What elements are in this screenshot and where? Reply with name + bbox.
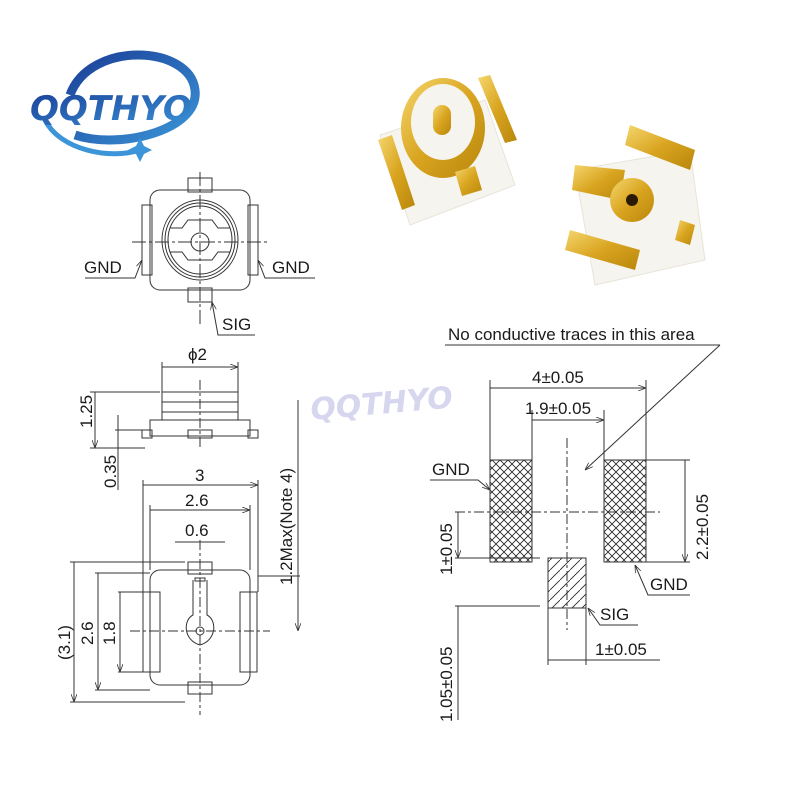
body-height-label: 2.6: [78, 621, 97, 645]
base-height-label: 0.35: [101, 455, 120, 488]
footprint-gnd-height: 2.2±0.05: [693, 494, 712, 560]
footprint-drawing: [430, 344, 721, 720]
footprint-gnd-left-label: GND: [432, 460, 470, 479]
sig-width-label: 0.6: [185, 521, 209, 540]
footprint-gap: 1.9±0.05: [525, 399, 591, 418]
gnd-pad-right: [603, 459, 647, 563]
footprint-sig-width: 1±0.05: [595, 640, 647, 659]
overall-height-label: (3.1): [55, 625, 74, 660]
top-view-drawing: [85, 172, 315, 336]
footprint-sig-label: SIG: [600, 605, 629, 624]
footprint-total-width: 4±0.05: [532, 368, 584, 387]
footprint-sig-offset: 1.05±0.05: [437, 646, 456, 722]
max-height-label: 1.2Max(Note 4): [277, 468, 296, 585]
footprint-gnd-right-label: GND: [650, 575, 688, 594]
footprint-note: No conductive traces in this area: [448, 325, 695, 344]
brand-logo: QQTHYO: [30, 50, 200, 162]
top-gnd-left-label: GND: [84, 258, 122, 277]
footprint-center-offset: 1±0.05: [437, 523, 456, 575]
outer-width-label: 3: [195, 466, 204, 485]
top-gnd-right-label: GND: [272, 258, 310, 277]
connector-photo-left: [378, 75, 517, 226]
top-sig-label: SIG: [222, 315, 251, 334]
logo-star-icon: [128, 138, 152, 162]
diameter-label: ϕ2: [188, 345, 207, 364]
side-view-drawing: [90, 362, 259, 490]
connector-photo-right: [565, 125, 706, 286]
logo-text: QQTHYO: [30, 89, 192, 129]
pad-height-label: 1.8: [100, 621, 119, 645]
gnd-pad-left: [489, 459, 533, 563]
logo-swoosh-icon: [65, 50, 200, 145]
watermark-text: QQTHYO: [309, 380, 454, 427]
height-label: 1.25: [77, 395, 96, 428]
bottom-view-drawing: [70, 400, 300, 715]
pad-width-label: 2.6: [185, 491, 209, 510]
